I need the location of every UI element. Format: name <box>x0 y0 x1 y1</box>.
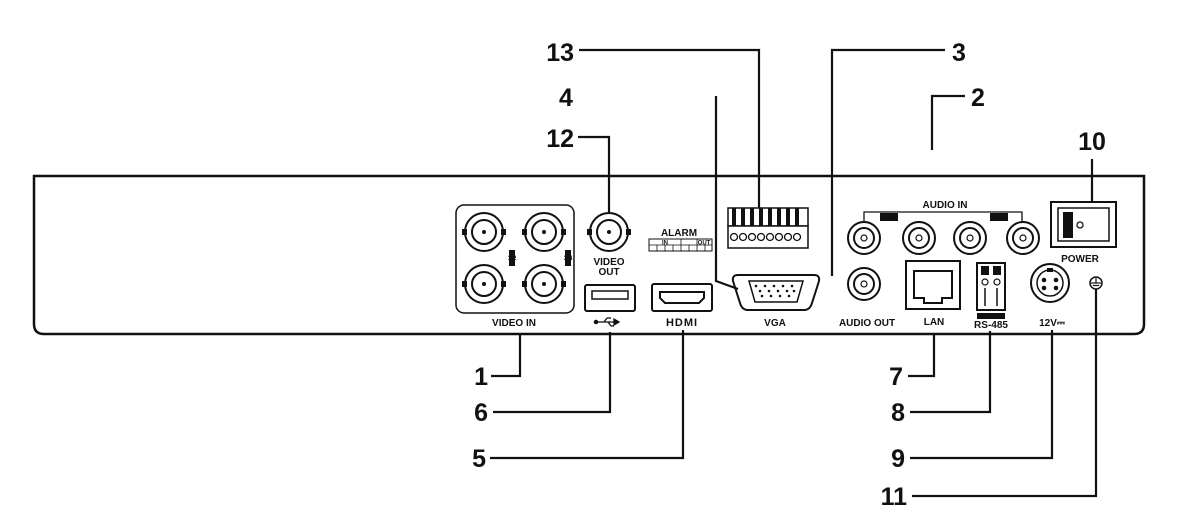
alarm-in-label: IN <box>662 241 668 247</box>
vga-label: VGA <box>764 318 786 329</box>
vga-port <box>731 274 821 311</box>
alarm-out-label: OUT <box>698 241 711 247</box>
audio-out-label: AUDIO OUT <box>839 318 895 329</box>
audio-in-label: AUDIO IN <box>923 200 968 211</box>
video-in-label: VIDEO IN <box>492 318 536 329</box>
audio-channel-label-b: 3-4 <box>995 216 1004 222</box>
callout-4: 4 <box>559 84 573 112</box>
callout-8: 8 <box>891 399 905 427</box>
rs485-label: RS-485 <box>974 320 1008 331</box>
callout-9: 9 <box>891 445 905 473</box>
bnc-connector-3 <box>462 264 506 304</box>
callout-12: 12 <box>546 125 574 153</box>
ground-icon <box>1089 276 1103 290</box>
usb-icon <box>593 317 621 327</box>
power-label: POWER <box>1061 254 1100 265</box>
audio-out-rca <box>847 267 881 301</box>
callout-10: 10 <box>1078 128 1106 156</box>
bnc-connector-4 <box>522 264 566 304</box>
video-channel-label-a: 1-2 <box>508 256 517 262</box>
video-out-bnc <box>587 212 631 252</box>
callout-13: 13 <box>546 39 574 67</box>
audio-in-rca-4 <box>1006 221 1040 255</box>
audio-in-rca-2 <box>902 221 936 255</box>
video-channel-label-b: 3-4 <box>564 256 573 262</box>
video-in-bnc-block: 1-2 3-4 <box>455 204 575 314</box>
rs485-connector <box>976 262 1006 319</box>
callout-numbers: 1 2 3 4 5 6 7 8 9 10 11 12 13 <box>472 39 1106 511</box>
audio-in-rca-1 <box>847 221 881 255</box>
hdmi-label: HDMI <box>666 317 698 329</box>
callout-3: 3 <box>952 39 966 67</box>
hdmi-port <box>651 283 713 312</box>
video-out-label-line2: OUT <box>598 267 619 278</box>
dc-power-input <box>1030 263 1070 303</box>
alarm-terminal-legend <box>648 238 713 252</box>
callout-leaders <box>490 48 1098 498</box>
audio-channel-label-a: 1-2 <box>885 216 894 222</box>
bnc-connector-2 <box>522 212 566 252</box>
power-switch-icon <box>1050 201 1117 248</box>
callout-11: 11 <box>881 483 908 511</box>
callout-1: 1 <box>474 363 488 391</box>
audio-in-bracket <box>863 211 1023 222</box>
callout-6: 6 <box>474 399 488 427</box>
video-out-label-line1: VIDEO <box>593 257 624 268</box>
lan-port <box>905 260 961 310</box>
callout-5: 5 <box>472 445 486 473</box>
bnc-connector-1 <box>462 212 506 252</box>
alarm-terminal-block <box>727 207 809 249</box>
callout-2: 2 <box>971 84 985 112</box>
audio-in-rca-3 <box>953 221 987 255</box>
lan-label: LAN <box>924 317 945 328</box>
power-input-label: 12V⎓ <box>1039 318 1065 329</box>
usb-port <box>584 284 636 312</box>
callout-7: 7 <box>889 363 903 391</box>
alarm-label: ALARM <box>661 228 697 239</box>
